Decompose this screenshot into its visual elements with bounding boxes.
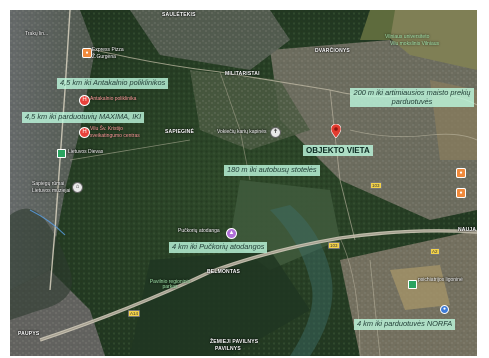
callout-norfa: 4 km iki parduotuvės NORFA (354, 319, 456, 330)
poi-antakalnio-poliklinika: Antakalnio poliklinika (90, 96, 137, 102)
shop-icon[interactable]: ● (456, 188, 466, 198)
hospital-icon[interactable]: H (79, 127, 90, 138)
place-zemieji-pavilnys: ŽEMIEJI PAVILNYS (210, 339, 259, 345)
road-shield: 103 (370, 182, 382, 189)
location-pin-icon[interactable] (331, 124, 341, 138)
road-shield: 103 (328, 242, 340, 249)
poi-sportas: Vilu Šv. Kristijo (90, 126, 123, 132)
poi-express-pizza-sub: Ž.Gurgėna (92, 54, 116, 60)
poi-trakai-lines: Trakų lin... (25, 31, 49, 37)
hospital-green-icon[interactable] (408, 280, 417, 289)
poi-express-pizza: Express Pizza (92, 47, 124, 53)
museum-icon[interactable]: ⌂ (72, 182, 83, 193)
poi-sapiegu-rumai-sub: Lietuvos muziejai (32, 188, 71, 194)
place-nauja-vilnia: NAUJA (458, 227, 477, 233)
poi-vilniaus-parkas: Vilniaus universiteto (385, 34, 430, 40)
place-militaristai: MILITARISTAI (225, 71, 260, 77)
road-shield: A2 (430, 248, 440, 255)
shop-icon[interactable]: ● (456, 168, 466, 178)
callout-autobusu-stotele: 180 m iki autobusų stotelės (224, 165, 320, 176)
satellite-map[interactable]: SAULĖTEKIS DVARČIONYS MILITARISTAI SAPIE… (10, 10, 477, 356)
poi-sportas-2: sveikatingumo centras (90, 133, 140, 139)
place-pavilnys: PAVILNYS (215, 346, 241, 352)
callout-puckoriu-atodanga: 4 km iki Pučkorių atodangos (169, 242, 268, 253)
place-paupys: PAUPYS (18, 331, 40, 337)
callout-maisto-parduotuve: 200 m iki artimiausios maisto prekių par… (350, 88, 474, 108)
objekto-vieta-label: OBJEKTO VIETA (303, 145, 373, 156)
bus-stop-icon[interactable]: ● (440, 305, 449, 314)
poi-sapiegu-rumai: Sapiegų rūmai (32, 181, 65, 187)
poi-pavilnio-parkas: Pavilnio regioninis parkas (149, 279, 191, 290)
poi-puckoriu-atodanga: Pučkorių atodanga (178, 228, 220, 234)
place-saulėtekis: SAULĖTEKIS (162, 12, 196, 18)
place-sapieginė: SAPIEGINĖ (165, 129, 195, 135)
poi-vilniaus-parkas-sub: Vilu mokslinis Vilniaus (390, 41, 440, 47)
cemetery-icon[interactable]: ✝ (270, 127, 281, 138)
shop-icon[interactable] (57, 149, 66, 158)
poi-lietuvos-dievas: Lietuvos Dievas (68, 149, 104, 155)
callout-antakalnio-poliklinika: 4,5 km iki Antakalnio poliklinikos (57, 78, 169, 89)
place-belmontas: BELMONTAS (207, 269, 241, 275)
road-shield: A14 (128, 310, 141, 317)
poi-vokieciu-kapines: Vokiečių karių kapinės (217, 129, 267, 135)
place-dvarčionys: DVARČIONYS (315, 48, 350, 54)
restaurant-icon[interactable]: ● (82, 48, 92, 58)
hospital-icon[interactable]: H (79, 95, 90, 106)
poi-psichiatrijos: psichiatrijos ligoninė (418, 277, 463, 283)
viewpoint-icon[interactable]: ▲ (226, 228, 237, 239)
callout-maxima-iki: 4,5 km iki parduotuvių MAXIMA, IKI (22, 112, 145, 123)
satellite-imagery (10, 10, 477, 356)
